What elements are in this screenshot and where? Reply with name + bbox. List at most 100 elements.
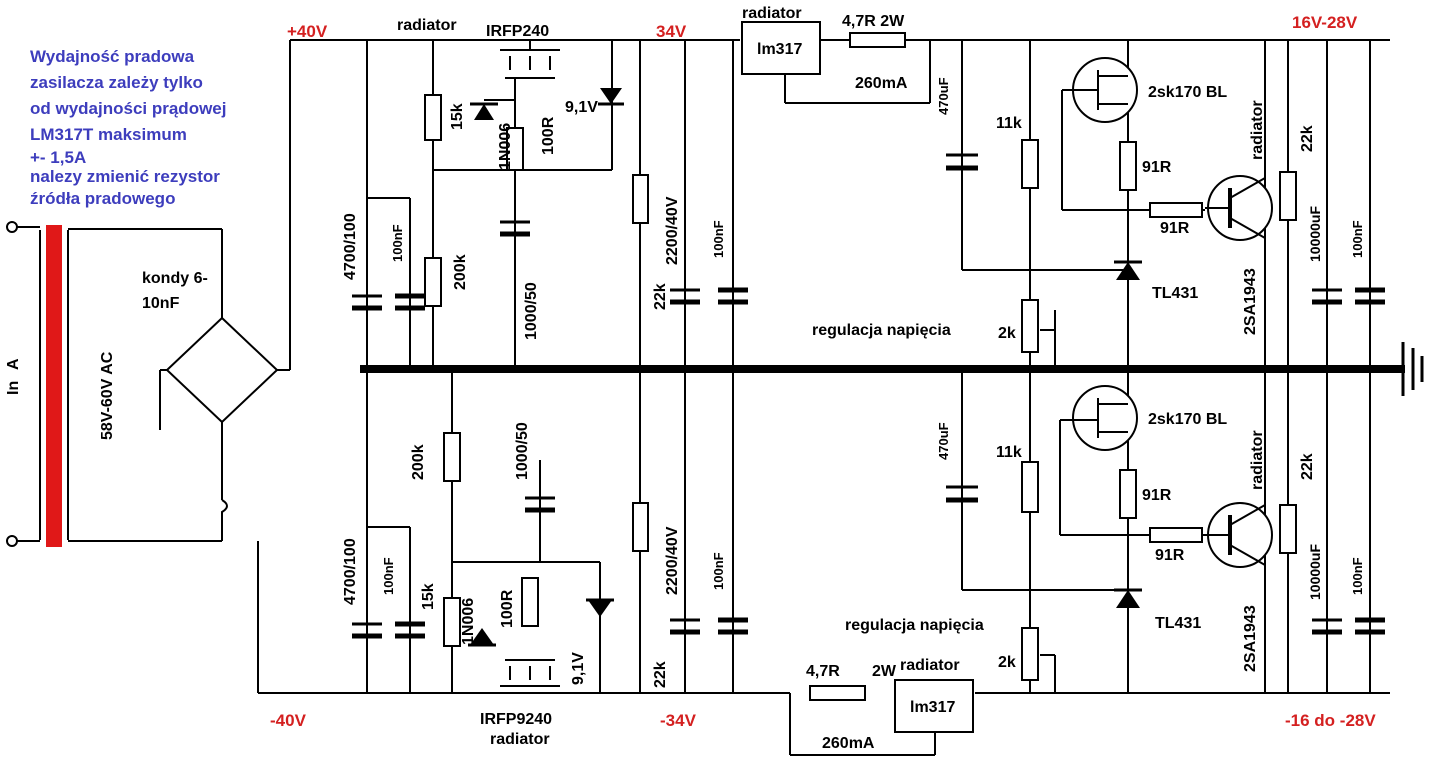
- label-irfp9240: IRFP9240: [480, 711, 552, 728]
- label-10000-bottom: 10000uF: [1307, 544, 1323, 600]
- label-2sa1943-bottom: 2SA1943: [1242, 605, 1259, 672]
- label-radiator-2-bottom: radiator: [900, 657, 960, 674]
- rail-plus-out-label: 16V-28V: [1292, 13, 1358, 32]
- transformer: [6, 221, 222, 547]
- label-200k-top: 200k: [452, 254, 469, 290]
- label-15k-bottom: 15k: [420, 583, 437, 610]
- label-radiator-2-top: radiator: [742, 5, 802, 22]
- label-15k-top: 15k: [449, 103, 466, 130]
- label-1000-bottom: 1000/50: [514, 422, 531, 480]
- resistor-22k-top: [632, 174, 649, 224]
- label-260ma-bottom: 260mA: [822, 735, 875, 752]
- cap-4700-top: [352, 294, 382, 311]
- label-91r-b-bottom: 91R: [1155, 547, 1185, 564]
- zener-top: [600, 88, 622, 104]
- rail-plus-34-label: 34V: [656, 22, 687, 41]
- label-200k-bottom: 200k: [410, 444, 427, 480]
- label-1000-top: 1000/50: [523, 282, 540, 340]
- label-22k-out-top: 22k: [1299, 125, 1316, 152]
- label-4700-top: 4700/100: [342, 213, 359, 280]
- cap-470-bottom: [946, 485, 978, 503]
- cap-4700-bottom: [352, 622, 382, 639]
- note-line: nalezy zmienić rezystor: [30, 167, 220, 186]
- cap-100nf3-top: [1355, 287, 1385, 305]
- resistor-11k-bottom: [1021, 461, 1039, 513]
- label-lm317-bottom: lm317: [910, 699, 955, 716]
- note-line: +- 1,5A: [30, 148, 87, 167]
- cap-1000-top: [500, 220, 530, 237]
- diode-1n006-top: [474, 104, 494, 120]
- label-zener-top: 9,1V: [565, 99, 598, 116]
- label-regulacja-top: regulacja napięcia: [812, 322, 951, 339]
- ground-symbol: [1401, 342, 1424, 396]
- label-4700-bottom: 4700/100: [342, 538, 359, 605]
- label-2200-top: 2200/40V: [664, 196, 681, 265]
- cap-100nf-top: [395, 293, 425, 311]
- cap-10000-bottom: [1312, 618, 1342, 635]
- rail-plus-40-label: +40V: [287, 22, 328, 41]
- note-line: LM317T maksimum: [30, 125, 187, 144]
- bridge-caps-label: kondy 6-: [142, 270, 208, 287]
- lm317-top: [741, 21, 821, 75]
- cap-100nf-bottom: [395, 621, 425, 639]
- resistor-100r-bottom: [521, 577, 539, 627]
- label-regulacja-bottom: regulacja napięcia: [845, 617, 984, 634]
- secondary-voltage-label: 58V-60V AC: [99, 351, 116, 440]
- label-lm317-top: lm317: [757, 41, 802, 58]
- resistor-91r-a-top: [1119, 141, 1137, 191]
- label-11k-top: 11k: [996, 115, 1022, 132]
- top-components: [352, 21, 1385, 353]
- design-note: Wydajność pradowa zasilacza zależy tylko…: [30, 44, 290, 210]
- resistor-91r-a-bottom: [1119, 469, 1137, 519]
- note-line: zasilacza zależy tylko: [30, 73, 203, 92]
- label-470-top: 470uF: [936, 77, 951, 115]
- diode-1n006-bottom: [470, 628, 494, 645]
- jfet-bottom: [1072, 385, 1138, 451]
- input-label: In: [5, 381, 22, 395]
- label-1n006-bottom: 1N006: [460, 598, 477, 645]
- note-line: źródła pradowego: [30, 189, 176, 208]
- label-100r-bottom: 100R: [499, 589, 516, 628]
- label-2200-bottom: 2200/40V: [664, 526, 681, 595]
- cap-100nf2-top: [718, 287, 748, 305]
- label-22k-out-bottom: 22k: [1299, 453, 1316, 480]
- cap-100nf3-bottom: [1355, 617, 1385, 635]
- label-radiator-1-bottom: radiator: [490, 731, 550, 748]
- label-tl431-top: TL431: [1152, 285, 1198, 302]
- bridge-caps-label-2: 10nF: [142, 295, 180, 312]
- label-radiator-3-top: radiator: [1249, 100, 1266, 160]
- label-2w-bottom: 2W: [872, 663, 897, 680]
- label-47r-top: 4,7R 2W: [842, 13, 905, 30]
- cap-470-top: [946, 153, 978, 171]
- pot-2k-bottom: [1021, 627, 1039, 681]
- resistor-15k-top: [424, 94, 442, 141]
- rail-minus-out-label: -16 do -28V: [1285, 711, 1376, 730]
- cap-10000-top: [1312, 288, 1342, 305]
- cap-1000-bottom: [525, 496, 555, 513]
- resistor-91r-b-top: [1149, 202, 1203, 218]
- label-22k-bottom: 22k: [652, 661, 669, 688]
- label-91r-a-top: 91R: [1142, 159, 1172, 176]
- label-irfp240: IRFP240: [486, 23, 549, 40]
- lm317-bottom: [894, 679, 974, 733]
- label-100nf2-bottom: 100nF: [711, 552, 726, 590]
- label-2sa1943-top: 2SA1943: [1242, 268, 1259, 335]
- label-100r-top: 100R: [540, 116, 557, 155]
- resistor-22k-out-bottom: [1279, 504, 1297, 554]
- zener-bottom: [588, 600, 612, 617]
- label-260ma-top: 260mA: [855, 75, 908, 92]
- label-91r-b-top: 91R: [1160, 220, 1190, 237]
- cap-2200-top: [670, 288, 700, 305]
- bottom-branches: [366, 369, 1371, 756]
- label-100nf3-bottom: 100nF: [1350, 557, 1365, 595]
- mosfet-irfp240: [500, 40, 560, 128]
- cap-2200-bottom: [670, 618, 700, 635]
- label-100nf-bottom: 100nF: [381, 557, 396, 595]
- label-radiator-3-bottom: radiator: [1249, 430, 1266, 490]
- resistor-91r-b-bottom: [1149, 527, 1203, 543]
- label-47r-bottom: 4,7R: [806, 663, 840, 680]
- label-22k-top: 22k: [652, 283, 669, 310]
- tl431-top: [1116, 262, 1140, 280]
- label-11k-bottom: 11k: [996, 444, 1022, 461]
- label-zener-bottom: 9,1V: [570, 652, 587, 685]
